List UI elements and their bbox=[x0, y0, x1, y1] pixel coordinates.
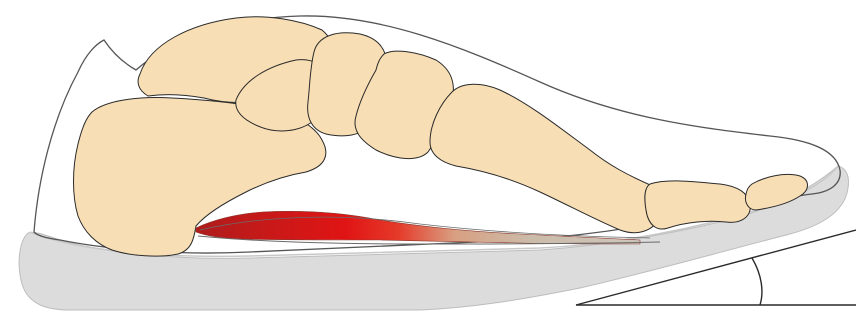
plantar-fascia-inflamed bbox=[196, 211, 640, 244]
proximal-phalanx-bone bbox=[645, 181, 750, 229]
metatarsal-bone bbox=[430, 84, 663, 232]
foot-bones bbox=[74, 17, 808, 256]
angle-arc bbox=[752, 258, 762, 305]
